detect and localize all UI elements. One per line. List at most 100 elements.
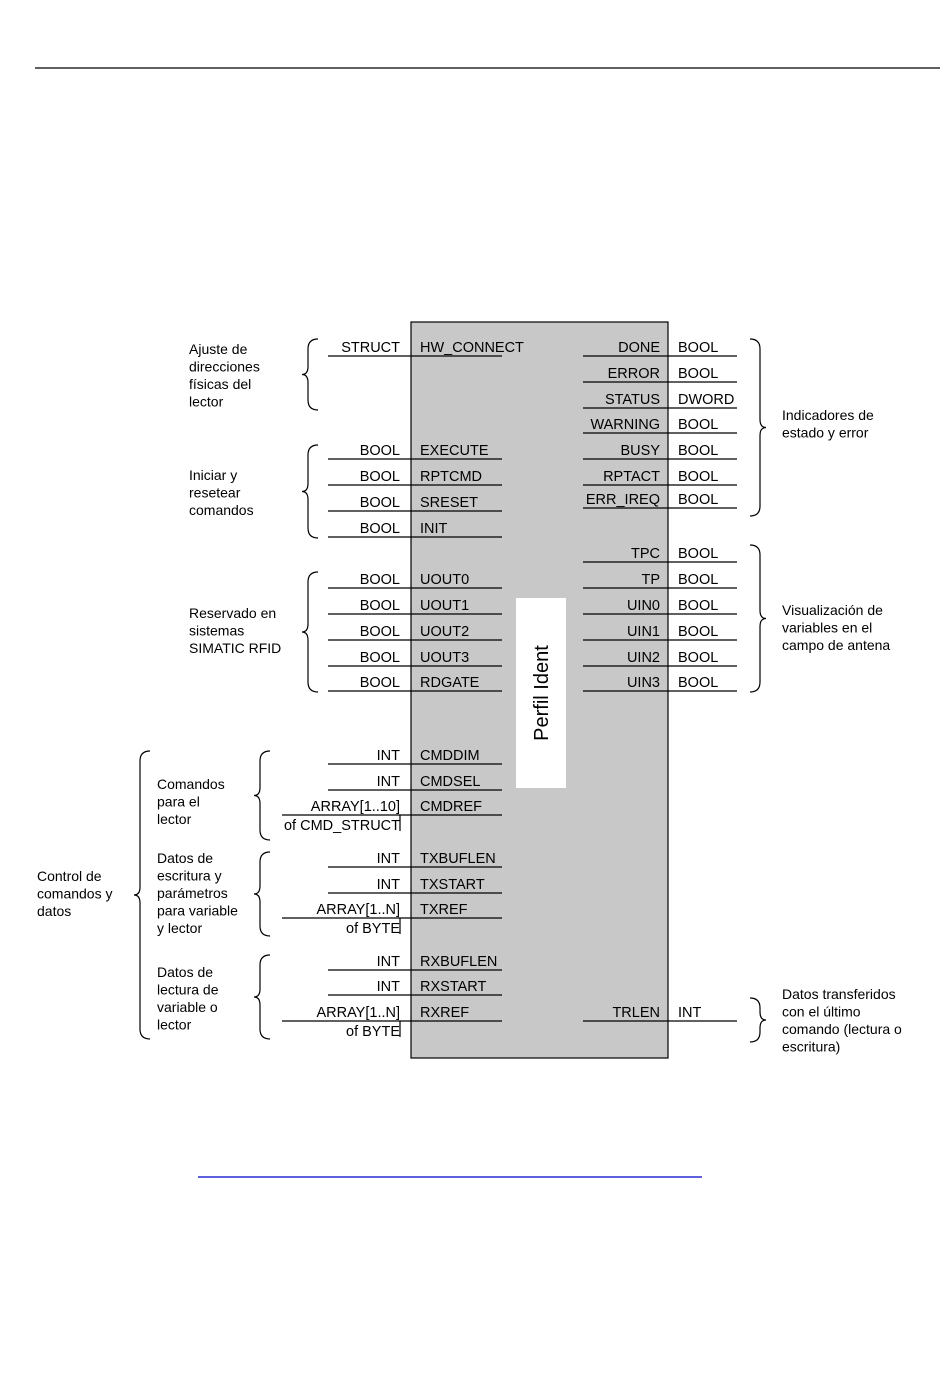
input-name: CMDREF: [420, 799, 482, 815]
output-name: UIN0: [627, 598, 660, 614]
input-name: HW_CONNECT: [420, 340, 524, 356]
input-name: UOUT3: [420, 650, 469, 666]
right-brace-status: [749, 338, 767, 517]
input-name: TXREF: [420, 902, 468, 918]
output-name: ERR_IREQ: [586, 492, 660, 508]
output-name: TP: [641, 572, 660, 588]
input-name: RXBUFLEN: [420, 954, 497, 970]
group-label-reader-commands: para el: [157, 794, 200, 810]
group-label-transferred: con el último: [782, 1004, 861, 1020]
group-label-reserved: SIMATIC RFID: [189, 640, 281, 656]
group-label-antenna: campo de antena: [782, 637, 890, 653]
group-label-commands-init: resetear: [189, 485, 241, 501]
input-type: STRUCT: [341, 340, 400, 356]
group-label-reserved: sistemas: [189, 623, 244, 639]
input-type: BOOL: [360, 675, 400, 691]
output-name: UIN2: [627, 650, 660, 666]
output-name: ERROR: [608, 366, 660, 382]
input-name: RDGATE: [420, 675, 480, 691]
input-name: UOUT0: [420, 572, 469, 588]
group-label-control: datos: [37, 903, 71, 919]
input-type: BOOL: [360, 443, 400, 459]
group-label-antenna: variables en el: [782, 620, 872, 636]
output-type: INT: [678, 1005, 702, 1021]
left-brace-write-data: [253, 851, 271, 937]
output-name: RPTACT: [603, 469, 660, 485]
input-type: BOOL: [360, 598, 400, 614]
group-label-read-data: variable o: [157, 999, 218, 1015]
input-type: ARRAY[1..N]: [316, 1005, 400, 1021]
left-brace-reader-commands: [253, 750, 271, 841]
group-label-reserved: Reservado en: [189, 605, 276, 621]
output-type: BOOL: [678, 572, 718, 588]
input-type: INT: [377, 954, 401, 970]
group-label-status: estado y error: [782, 425, 869, 441]
block-title: Perfil Ident: [531, 645, 553, 741]
input-name: TXBUFLEN: [420, 851, 496, 867]
input-type: ARRAY[1..10]: [311, 799, 400, 815]
output-name: DONE: [618, 340, 660, 356]
output-type: BOOL: [678, 546, 718, 562]
input-type: ARRAY[1..N]: [316, 902, 400, 918]
output-type: BOOL: [678, 675, 718, 691]
group-label-write-data: Datos de: [157, 850, 213, 866]
input-type: INT: [377, 774, 401, 790]
input-name: UOUT1: [420, 598, 469, 614]
group-label-commands-init: comandos: [189, 502, 254, 518]
group-label-address: físicas del: [189, 376, 251, 392]
group-label-transferred: Datos transferidos: [782, 986, 896, 1002]
output-name: TRLEN: [612, 1005, 660, 1021]
left-brace-control: [133, 750, 151, 1040]
output-type: BOOL: [678, 443, 718, 459]
input-type: BOOL: [360, 469, 400, 485]
input-type: INT: [377, 877, 401, 893]
group-label-write-data: parámetros: [157, 885, 228, 901]
left-brace-commands-init: [301, 444, 319, 539]
input-name: INIT: [420, 521, 448, 537]
input-type-suffix: of BYTE: [346, 1024, 400, 1040]
input-type: BOOL: [360, 624, 400, 640]
group-label-read-data: lector: [157, 1017, 192, 1033]
input-name: TXSTART: [420, 877, 485, 893]
output-type: DWORD: [678, 392, 734, 408]
input-name: SRESET: [420, 495, 478, 511]
input-type: INT: [377, 851, 401, 867]
left-brace-address: [301, 338, 319, 411]
group-label-transferred: escritura): [782, 1039, 840, 1055]
input-type: INT: [377, 979, 401, 995]
input-name: CMDDIM: [420, 748, 480, 764]
output-type: BOOL: [678, 469, 718, 485]
block-title-box: [516, 598, 566, 788]
group-label-read-data: Datos de: [157, 964, 213, 980]
group-label-read-data: lectura de: [157, 982, 219, 998]
input-type: BOOL: [360, 495, 400, 511]
left-brace-reserved: [301, 571, 319, 693]
input-type: BOOL: [360, 521, 400, 537]
output-type: BOOL: [678, 492, 718, 508]
output-name: UIN1: [627, 624, 660, 640]
group-label-write-data: y lector: [157, 920, 202, 936]
output-name: STATUS: [605, 392, 660, 408]
input-name: EXECUTE: [420, 443, 489, 459]
output-type: BOOL: [678, 624, 718, 640]
output-name: BUSY: [621, 443, 661, 459]
input-name: RXSTART: [420, 979, 486, 995]
right-brace-transferred: [749, 997, 767, 1043]
input-name: RPTCMD: [420, 469, 482, 485]
group-label-address: Ajuste de: [189, 341, 248, 357]
output-type: BOOL: [678, 340, 718, 356]
group-label-reader-commands: Comandos: [157, 776, 225, 792]
group-label-antenna: Visualización de: [782, 602, 883, 618]
output-name: WARNING: [590, 417, 660, 433]
output-type: BOOL: [678, 598, 718, 614]
input-type-suffix: of CMD_STRUCT: [284, 818, 400, 834]
group-label-address: direcciones: [189, 359, 260, 375]
group-label-control: Control de: [37, 868, 102, 884]
input-name: RXREF: [420, 1005, 469, 1021]
output-type: BOOL: [678, 366, 718, 382]
group-label-write-data: para variable: [157, 903, 238, 919]
output-name: TPC: [631, 546, 660, 562]
left-brace-read-data: [253, 954, 271, 1040]
output-type: BOOL: [678, 650, 718, 666]
